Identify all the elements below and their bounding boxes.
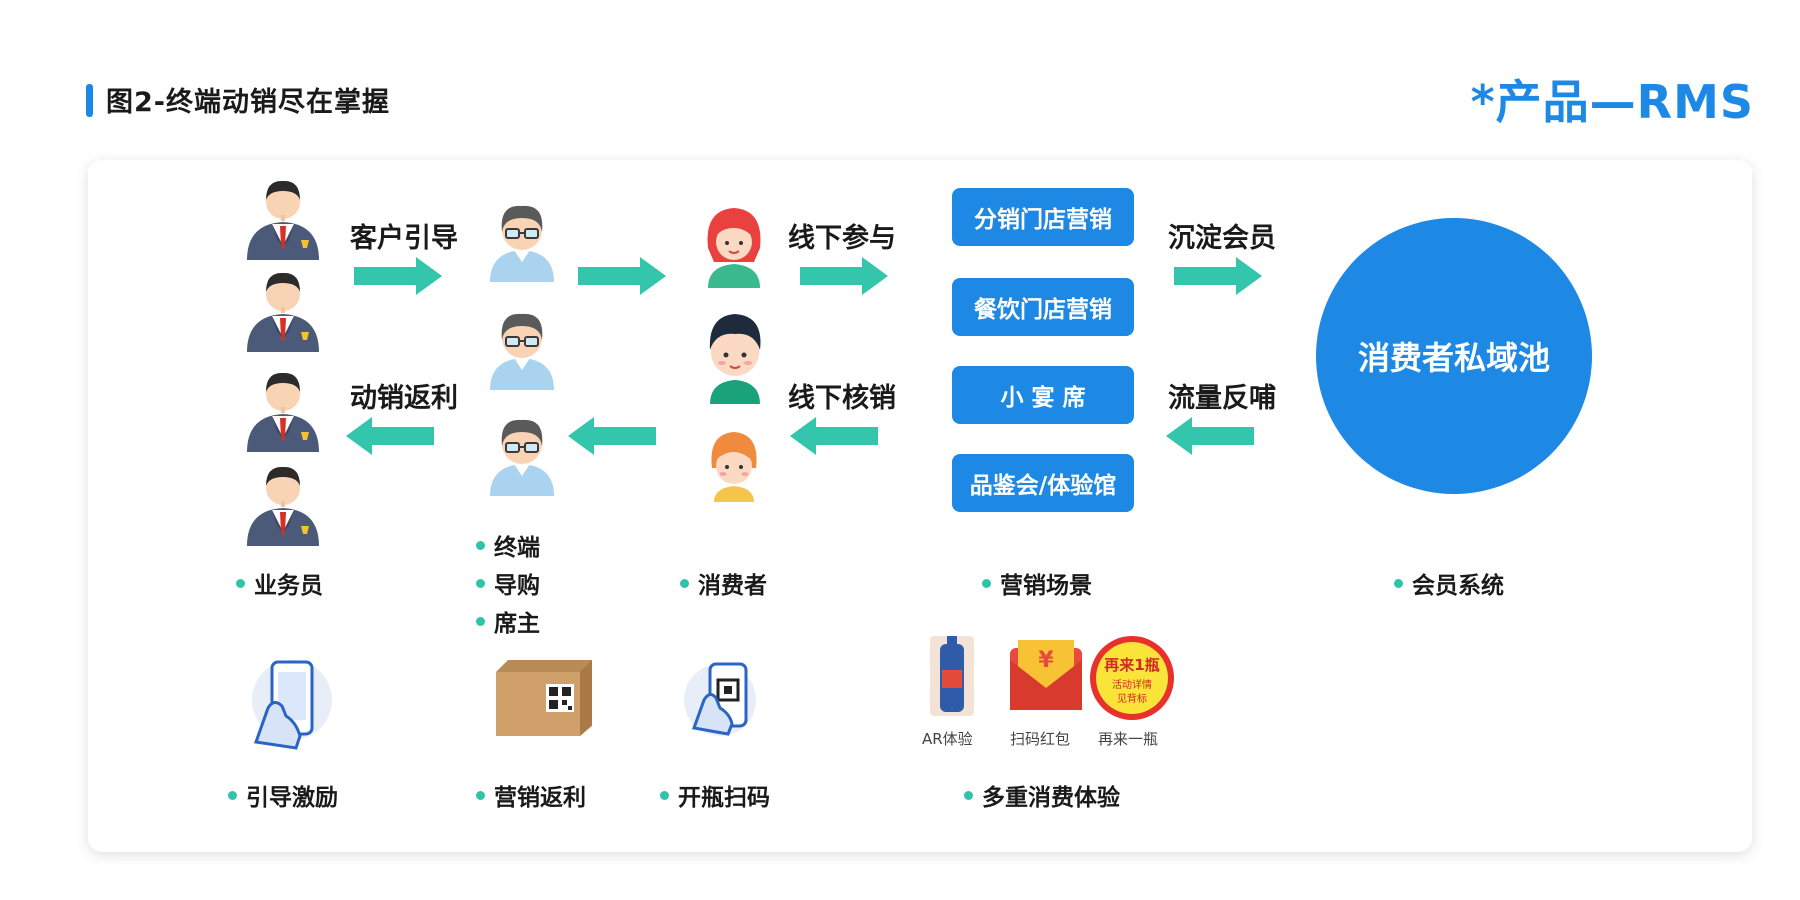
- role-salesman: 业务员: [236, 566, 323, 600]
- consumer-figure-3: [711, 432, 757, 502]
- qr-box-icon: [496, 660, 592, 736]
- scene-restaurant-store: 餐饮门店营销: [952, 278, 1134, 336]
- red-packet-icon: [1010, 640, 1082, 710]
- phone-scan-icon: [684, 662, 756, 736]
- brand-title: *产品—RMS: [1470, 75, 1754, 129]
- arrow-left-3: [790, 417, 878, 455]
- consumer-figure-2: [709, 314, 761, 404]
- label-sales-rebate: 动销返利: [350, 383, 458, 414]
- arrow-left-1: [346, 417, 434, 455]
- arrow-left-4: [1166, 417, 1254, 455]
- role-banquet-host: 席主: [476, 604, 540, 638]
- badge-sub-text-2: 见背标: [1117, 694, 1147, 705]
- caption-ar: AR体验: [922, 730, 973, 748]
- scene-small-banquet: 小 宴 席: [952, 366, 1134, 424]
- badge-sub-text-1: 活动详情: [1112, 680, 1152, 691]
- role-terminal: 终端: [476, 528, 540, 562]
- terminal-figure-3: [489, 418, 555, 497]
- label-member-retention: 沉淀会员: [1168, 223, 1276, 254]
- role-member-system: 会员系统: [1394, 566, 1504, 600]
- label-offline-redemption: 线下核销: [788, 383, 896, 414]
- badge-main-text: 再来1瓶: [1104, 656, 1160, 674]
- role-shopping-guide: 导购: [476, 566, 540, 600]
- consumer-figure-1: [707, 208, 761, 288]
- ar-bottle-icon: [930, 636, 974, 716]
- consumer-private-pool: 消费者私域池: [1316, 218, 1592, 494]
- label-traffic-feedback: 流量反哺: [1168, 383, 1276, 414]
- label-offline-participation: 线下参与: [788, 223, 896, 254]
- salesman-figure-4: [247, 466, 319, 546]
- role-consumer: 消费者: [680, 566, 767, 600]
- tool-marketing-rebate: 营销返利: [476, 778, 586, 812]
- caption-again: 再来一瓶: [1098, 730, 1159, 748]
- caption-red-packet: 扫码红包: [1010, 730, 1071, 748]
- salesman-figure-3: [247, 372, 319, 452]
- title-accent-bar: [86, 84, 93, 117]
- arrow-right-4: [1174, 257, 1262, 295]
- arrow-right-3: [800, 257, 888, 295]
- salesman-figure-2: [247, 272, 319, 352]
- arrow-left-2: [568, 417, 656, 455]
- arrow-right-2: [578, 257, 666, 295]
- tool-multi-experience: 多重消费体验: [964, 778, 1120, 812]
- arrow-right-1: [354, 257, 442, 295]
- tool-open-scan: 开瓶扫码: [660, 778, 770, 812]
- scene-distribution-store: 分销门店营销: [952, 188, 1134, 246]
- tool-guide-incentive: 引导激励: [228, 778, 338, 812]
- again-bottle-badge-icon: [1090, 636, 1174, 720]
- terminal-figure-2: [489, 312, 555, 391]
- salesman-figure-1: [247, 180, 319, 260]
- label-customer-guidance: 客户引导: [350, 223, 458, 254]
- terminal-figure-1: [489, 204, 555, 283]
- scene-tasting-hall: 品鉴会/体验馆: [952, 454, 1134, 512]
- page-title: 图2-终端动销尽在掌握: [106, 87, 390, 118]
- yuan-symbol: ¥: [1038, 648, 1054, 673]
- hand-phone-icon: [252, 660, 332, 750]
- role-marketing-scene: 营销场景: [982, 566, 1092, 600]
